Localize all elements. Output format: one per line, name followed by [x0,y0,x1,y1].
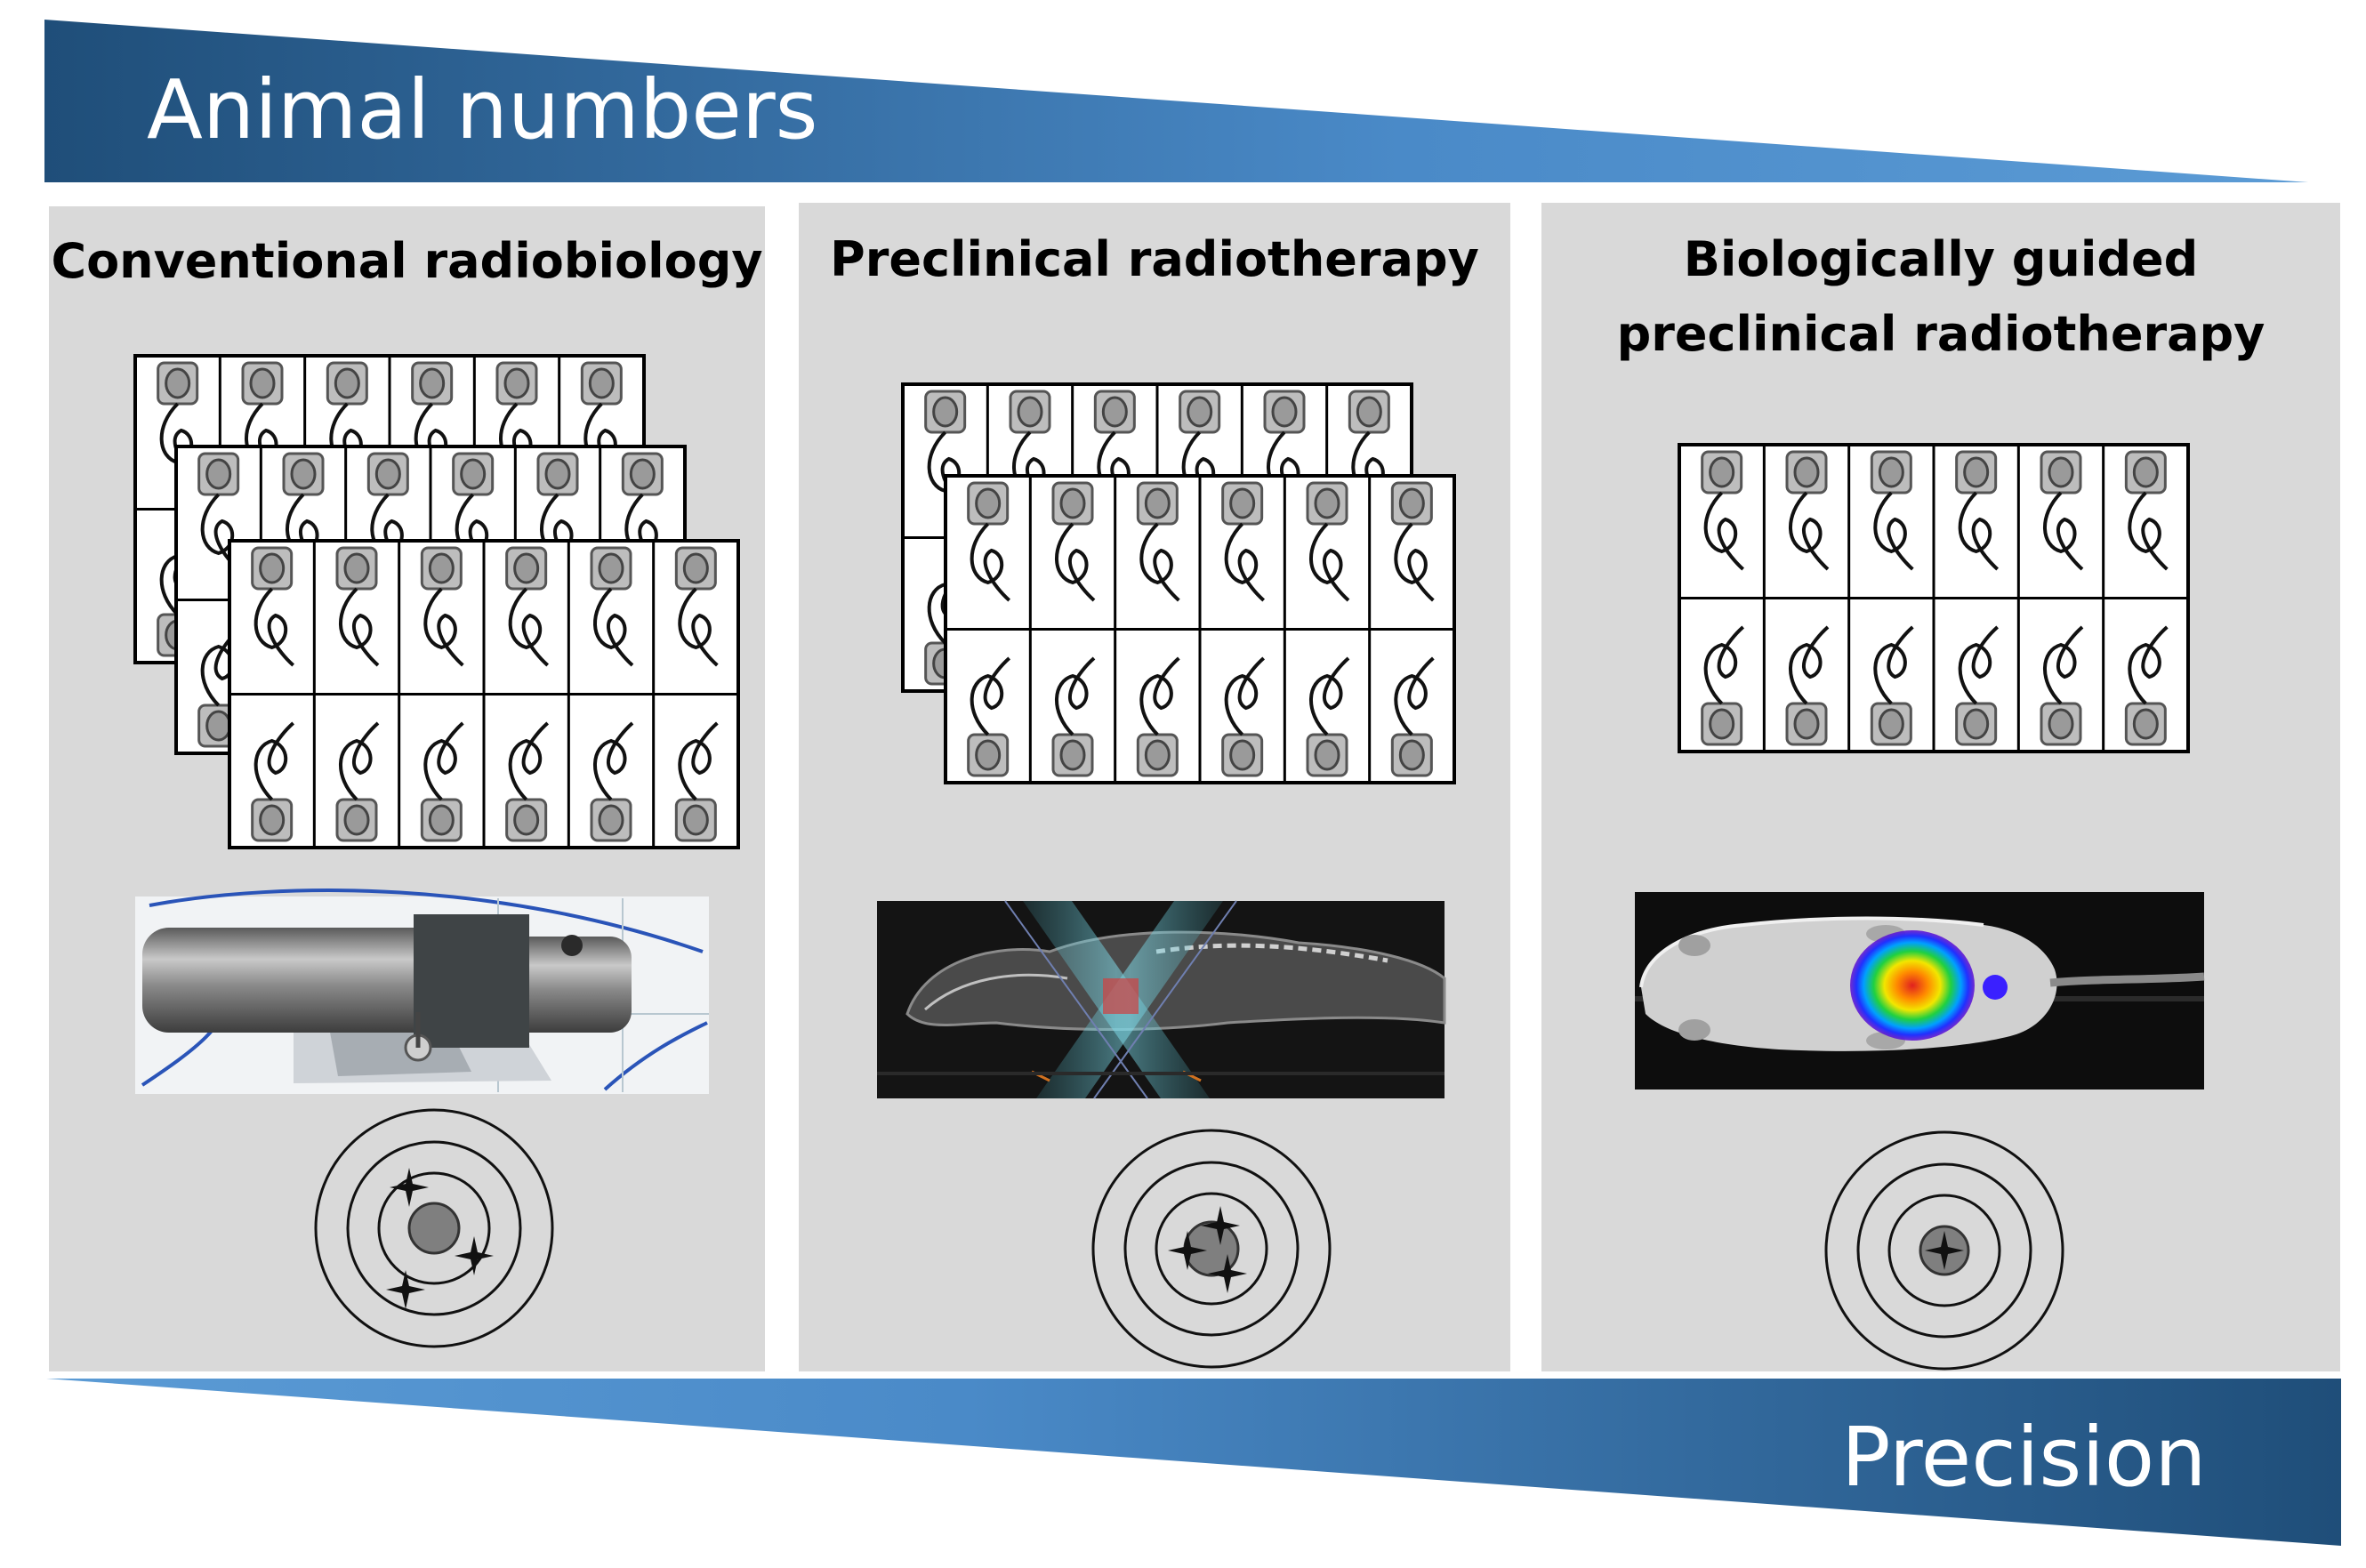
mouse-icon [1263,390,1308,511]
bottom-banner [46,1379,2341,1546]
mouse-icon [590,721,634,842]
mouse-icon [2124,450,2169,571]
irradiation-jig-photo [135,889,709,1094]
target-scattered-icon [314,1108,554,1348]
mouse-icon [1390,481,1435,602]
cage-sheet [944,474,1456,784]
mouse-icon [282,452,326,573]
mouse-icon [1390,656,1435,777]
mouse-icon [1221,481,1266,602]
mouse-icon [674,721,719,842]
target-clustered-icon [1091,1129,1332,1369]
mouse-icon [1785,625,1830,746]
mouse-icon [2040,450,2084,571]
mouse-icon [1306,481,1350,602]
mouse-icon [1136,481,1180,602]
mouse-icon [1955,625,2000,746]
ct-beam-planning-image [877,900,1446,1099]
mouse-icon [590,546,634,667]
hit-star-icon [1201,1206,1240,1245]
mouse-icon [505,546,550,667]
mouse-icon [2124,625,2169,746]
cage-sheets-guided [1678,443,2190,753]
mouse-icon [1348,390,1392,511]
mouse-icon [1051,481,1096,602]
top-banner [44,20,2308,182]
mouse-icon [1221,656,1266,777]
mouse-icon [1955,450,2000,571]
mouse-icon [1785,450,1830,571]
target-centered-icon [1824,1130,2064,1371]
mouse-icon [1870,625,1914,746]
cage-sheet [228,539,740,849]
hit-star-icon [386,1270,425,1309]
hit-star-icon [1208,1254,1247,1293]
mouse-icon [580,361,624,482]
animal-numbers-label: Animal numbers [147,62,818,157]
mouse-icon [1306,656,1350,777]
mouse-icon [2040,625,2084,746]
hit-star-icon [1925,1231,1964,1270]
mouse-icon [335,546,380,667]
mouse-icon [1051,656,1096,777]
mouse-icon [1701,450,1745,571]
panel-title: Conventional radiobiology [51,233,763,289]
hit-star-icon [455,1236,494,1275]
mouse-icon [967,656,1011,777]
mouse-icon [505,721,550,842]
mouse-icon [1136,656,1180,777]
hit-star-icon [1168,1231,1207,1270]
mouse-icon [335,721,380,842]
bioluminescence-mouse-image [1635,892,2205,1090]
panel-biologically-guided: Biologically guided preclinical radiothe… [1541,203,2340,1371]
mouse-icon [674,546,719,667]
panel-title: Preclinical radiotherapy [830,231,1479,287]
mouse-icon [1870,450,1914,571]
panel-title: Biologically guided preclinical radiothe… [1616,231,2265,362]
cage-sheets-preclinical [901,382,1456,784]
mouse-icon [967,481,1011,602]
cage-sheet [1678,443,2190,753]
precision-label: Precision [1841,1410,2207,1505]
hit-star-icon [390,1168,429,1207]
cage-sheets-conventional [133,354,740,849]
mouse-icon [251,546,295,667]
mouse-icon [1701,625,1745,746]
mouse-icon [420,721,464,842]
mouse-icon [420,546,464,667]
mouse-icon [251,721,295,842]
